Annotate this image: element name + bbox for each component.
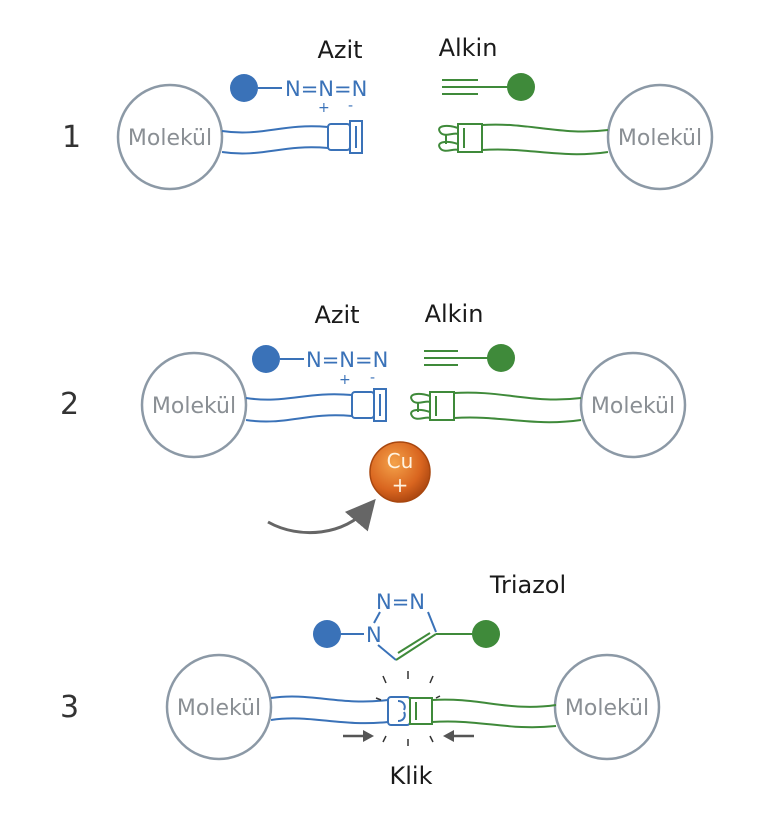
triazole-n2-n3: N=N [376,590,425,614]
azide-cable [245,393,353,423]
catalyst-arrow-icon [267,498,376,535]
push-arrow-right-icon [443,730,474,742]
step-number-3: 3 [60,690,79,725]
buckle-connected-icon [387,696,433,726]
alkyne-ball-icon [487,344,515,372]
triazole-ring-icon [373,611,472,661]
buckle-male-icon [410,391,455,421]
molecule-left-circle [165,653,273,761]
copper-symbol: Cu [387,449,414,473]
click-label: Klik [390,762,433,790]
step-1: 1 Molekül Molekül Azit Alkin N=N=N + - [62,34,714,191]
alkyne-cable [481,123,609,156]
azide-formula: N=N=N [306,348,388,372]
step-3: 3 Molekül Molekül Triazol N N=N [60,571,661,790]
molecule-right-label: Molekül [565,696,649,721]
alkyne-triple-bond-icon [424,350,488,366]
molecule-right-circle [606,83,714,191]
click-spark-icon [375,671,441,746]
azide-ball-icon [313,620,341,648]
step-number-2: 2 [60,387,79,422]
step-number-1: 1 [62,120,81,155]
azide-charge-plus: + [339,372,351,388]
molecule-left-circle [116,83,224,191]
azide-cable [221,125,329,155]
molecule-left-label: Molekül [152,394,236,419]
triazole-n1: N [366,623,382,647]
buckle-female-icon [351,388,387,422]
azide-cable [270,695,389,725]
molecule-left-label: Molekül [177,696,261,721]
push-arrow-left-icon [343,730,374,742]
azide-label: Azit [314,301,359,329]
azide-ball-icon [252,345,280,373]
alkyne-cable [453,391,582,424]
alkyne-label: Alkin [425,300,484,328]
molecule-left-label: Molekül [128,126,212,151]
alkyne-cable [431,698,557,729]
molecule-right-circle [579,351,687,459]
alkyne-label: Alkin [439,34,498,62]
azide-formula: N=N=N [285,77,367,101]
molecule-right-label: Molekül [618,126,702,151]
alkyne-ball-icon [507,73,535,101]
copper-catalyst-icon [369,441,431,503]
molecule-left-circle [140,351,248,459]
copper-charge: + [392,473,409,497]
azide-charge-plus: + [318,100,330,116]
azide-ball-icon [230,74,258,102]
triazole-label: Triazol [489,571,566,599]
buckle-female-icon [327,120,363,154]
step-2: 2 Molekül Molekül Azit Alkin N=N=N + - [60,300,687,535]
alkyne-ball-icon [472,620,500,648]
azide-label: Azit [317,36,362,64]
azide-charge-minus: - [370,370,375,386]
molecule-right-label: Molekül [591,394,675,419]
buckle-male-icon [438,123,483,153]
azide-charge-minus: - [348,98,353,114]
alkyne-triple-bond-icon [442,79,508,95]
molecule-right-circle [553,653,661,761]
